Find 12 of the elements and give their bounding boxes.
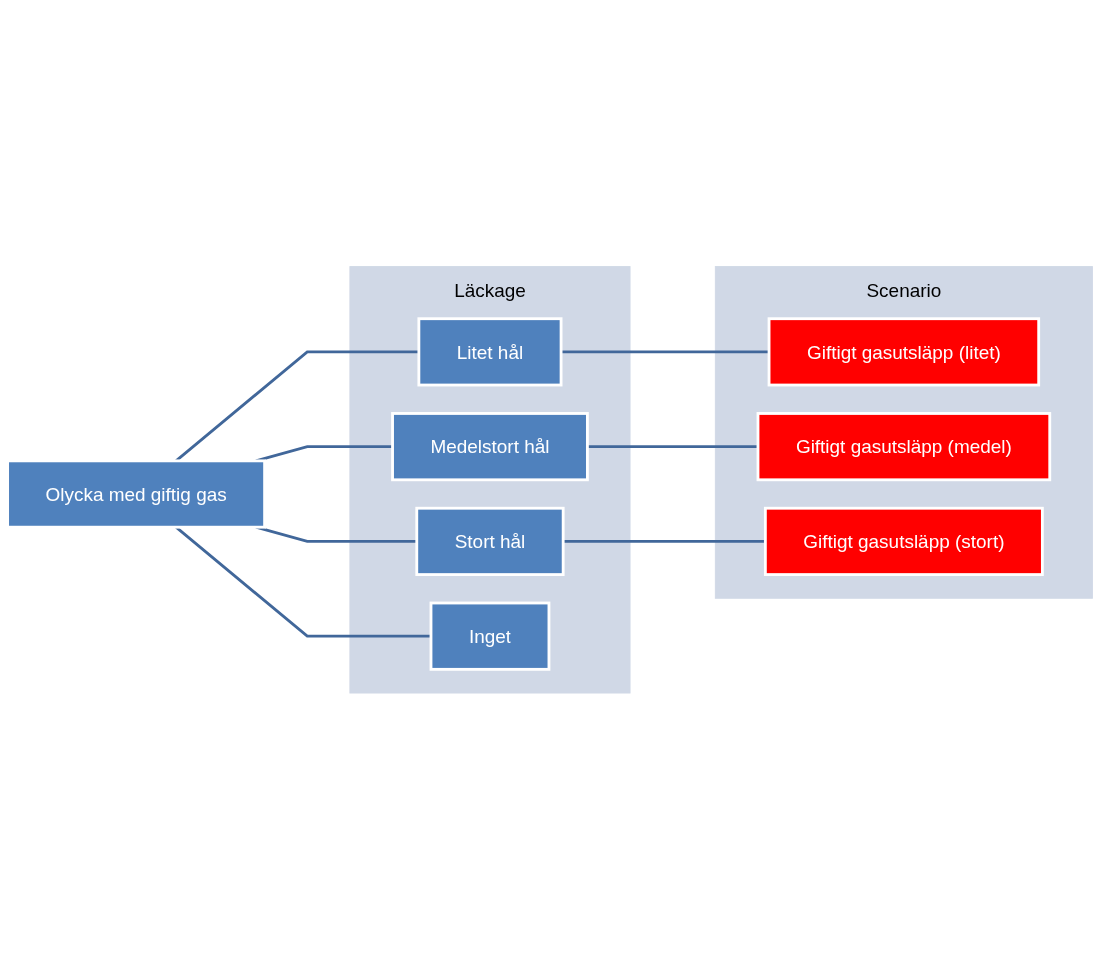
node-box: Giftigt gasutsläpp (litet) xyxy=(767,317,1041,387)
connector xyxy=(561,350,770,354)
node-box: Litet hål xyxy=(417,317,563,387)
node-box: Inget xyxy=(429,601,551,671)
connector xyxy=(175,526,431,638)
connector xyxy=(587,445,758,449)
node-box: Olycka med giftig gas xyxy=(6,459,267,529)
node-box: Stort hål xyxy=(415,507,565,577)
node-box: Medelstort hål xyxy=(391,412,589,482)
connector xyxy=(563,540,766,543)
node-box: Giftigt gasutsläpp (medel) xyxy=(756,412,1052,482)
node-box: Giftigt gasutsläpp (stort) xyxy=(763,507,1044,577)
